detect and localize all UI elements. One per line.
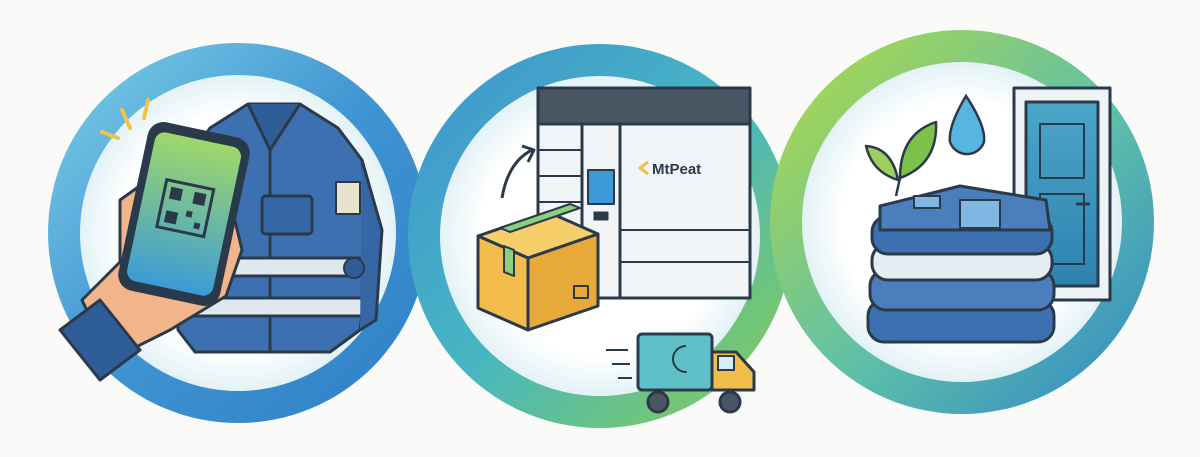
delivery-truck-icon bbox=[606, 332, 756, 414]
cardboard-box-icon bbox=[476, 203, 600, 332]
arrow-icon bbox=[500, 148, 533, 199]
qr-code-icon bbox=[155, 177, 216, 239]
panel-scan bbox=[48, 43, 428, 423]
panel-clean bbox=[770, 30, 1154, 414]
leaf-icon bbox=[864, 120, 938, 197]
smartphone-icon bbox=[100, 98, 250, 306]
water-drop-icon bbox=[948, 93, 986, 156]
folded-clothes-icon bbox=[866, 184, 1056, 344]
panel-locker: MtPeat bbox=[408, 44, 792, 428]
locker-brand-label: MtPeat bbox=[652, 161, 701, 178]
